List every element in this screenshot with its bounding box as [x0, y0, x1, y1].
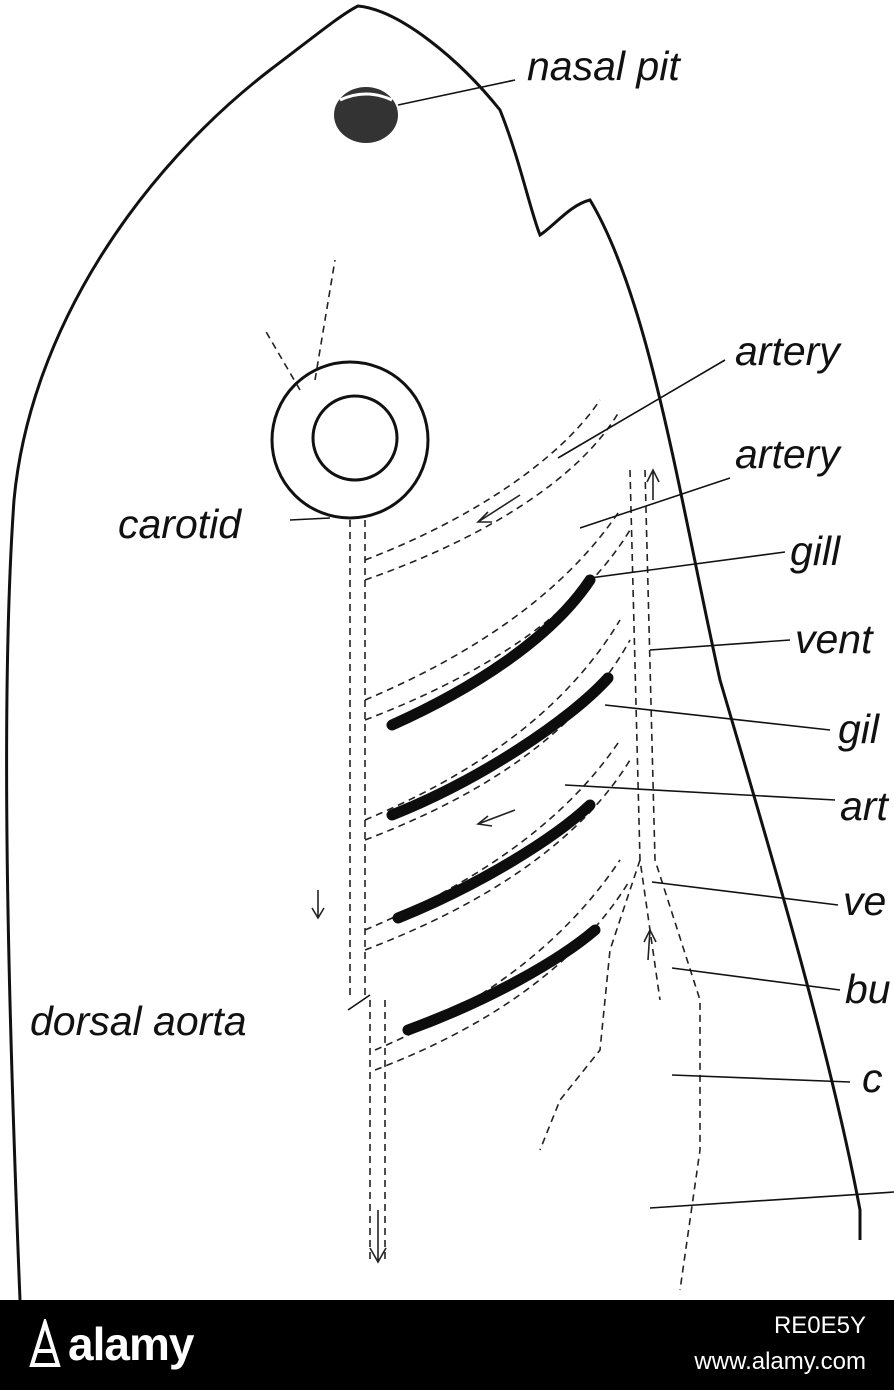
- eye-inner: [311, 394, 399, 482]
- bu-5-leader: [671, 967, 841, 991]
- label-artery-1: artery: [735, 328, 842, 374]
- dorsal-arrow-left: [311, 890, 325, 920]
- vent-1-leader: [649, 639, 791, 651]
- gill-slit-4: [402, 924, 601, 1036]
- arch-5: [374, 859, 631, 1071]
- label-bu-5: bu: [845, 966, 891, 1012]
- eye-nerve: [264, 259, 336, 391]
- artery-2-leader: [579, 477, 731, 529]
- label-art-3: art: [840, 783, 889, 829]
- gill-slit-2: [386, 672, 614, 821]
- anatomical-diagram: nasal pit carotid dorsal aorta artery ar…: [5, 4, 894, 1300]
- label-carotid: carotid: [118, 501, 242, 547]
- dorsal-aorta-vessel: [349, 520, 386, 1260]
- head-outline: [5, 4, 862, 1300]
- ve-4-leader: [651, 881, 839, 906]
- label-gill-1: gill: [790, 528, 842, 574]
- artery-1-leader: [557, 359, 726, 459]
- label-c-6: c: [862, 1055, 883, 1101]
- image-id: RE0E5Y: [773, 1312, 866, 1339]
- gill-slit-1: [386, 574, 596, 731]
- gill-slit-3: [392, 799, 596, 924]
- ventral-arrow-up: [646, 468, 660, 500]
- c-6-leader: [671, 1074, 851, 1083]
- bulbus-outline: [539, 859, 641, 1151]
- carotid-leader: [289, 517, 331, 521]
- gill-2-leader: [604, 704, 831, 731]
- arch-arrow-1: [476, 494, 521, 523]
- label-nasal-pit: nasal pit: [527, 43, 681, 89]
- label-vent-1: vent: [795, 616, 874, 662]
- nasal-pit-highlight: [339, 92, 393, 102]
- label-ve-4: ve: [843, 878, 886, 924]
- nasal-pit-leader: [397, 79, 516, 106]
- label-artery-2: artery: [735, 431, 842, 477]
- nasal-pit-shape: [334, 87, 398, 143]
- arch-arrow-2: [476, 809, 516, 827]
- art-3-leader: [564, 784, 836, 801]
- gill-1-leader: [589, 551, 786, 579]
- ventral-aorta-vessel: [629, 469, 701, 1291]
- label-gill-2: gil: [838, 706, 881, 752]
- dorsal-aorta-leader: [347, 994, 371, 1011]
- watermark-footer: alamy RE0E5Y www.alamy.com: [0, 1300, 894, 1390]
- ventral-arrow-up-2: [643, 928, 657, 961]
- arch-2: [364, 509, 631, 721]
- aorta-arrow: [369, 1210, 387, 1264]
- logo-mark-icon: [29, 1319, 61, 1367]
- logo-text: alamy: [68, 1318, 194, 1370]
- label-dorsal-aorta: dorsal aorta: [30, 998, 247, 1044]
- alamy-logo: alamy: [28, 1314, 194, 1374]
- site-url[interactable]: www.alamy.com: [694, 1348, 866, 1375]
- bottom-leader: [649, 1191, 894, 1209]
- arch-1: [364, 399, 621, 581]
- eye-outer: [270, 360, 430, 520]
